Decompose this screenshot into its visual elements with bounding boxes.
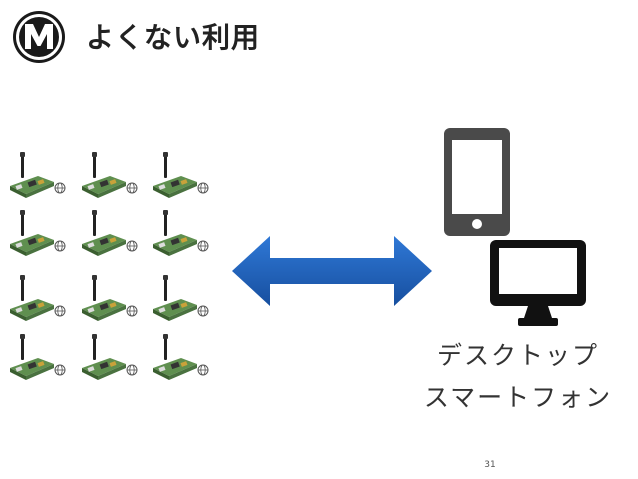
device-unit [151, 210, 211, 266]
globe-icon [197, 182, 209, 194]
monitor-icon [490, 240, 586, 326]
caption-smartphone: スマートフォン [423, 383, 613, 412]
globe-icon [54, 305, 66, 317]
board-with-antenna-icon [10, 152, 54, 198]
device-unit [151, 152, 211, 208]
globe-icon [54, 364, 66, 376]
device-unit [8, 210, 68, 266]
device-unit [80, 334, 140, 390]
board-with-antenna-icon [153, 334, 197, 380]
device-unit [151, 275, 211, 331]
board-with-antenna-icon [153, 275, 197, 321]
caption-desktop: デスクトップ [436, 341, 599, 370]
device-unit [8, 152, 68, 208]
device-unit [80, 275, 140, 331]
board-with-antenna-icon [82, 334, 126, 380]
device-grid [8, 150, 223, 390]
device-unit [80, 152, 140, 208]
board-with-antenna-icon [153, 210, 197, 256]
globe-icon [197, 305, 209, 317]
globe-icon [197, 364, 209, 376]
smartphone-icon [444, 128, 510, 236]
page-number: 31 [484, 460, 496, 470]
globe-icon [54, 182, 66, 194]
globe-icon [126, 240, 138, 252]
globe-icon [197, 240, 209, 252]
device-unit [8, 334, 68, 390]
board-with-antenna-icon [10, 275, 54, 321]
globe-icon [126, 182, 138, 194]
board-with-antenna-icon [82, 210, 126, 256]
board-with-antenna-icon [82, 275, 126, 321]
device-unit [80, 210, 140, 266]
board-with-antenna-icon [10, 210, 54, 256]
slide-title: よくない利用 [86, 21, 261, 54]
board-with-antenna-icon [10, 334, 54, 380]
m-logo-icon [13, 11, 65, 63]
device-unit [8, 275, 68, 331]
double-headed-arrow-icon [232, 236, 432, 306]
globe-icon [126, 305, 138, 317]
globe-icon [54, 240, 66, 252]
device-unit [151, 334, 211, 390]
board-with-antenna-icon [82, 152, 126, 198]
board-with-antenna-icon [153, 152, 197, 198]
globe-icon [126, 364, 138, 376]
